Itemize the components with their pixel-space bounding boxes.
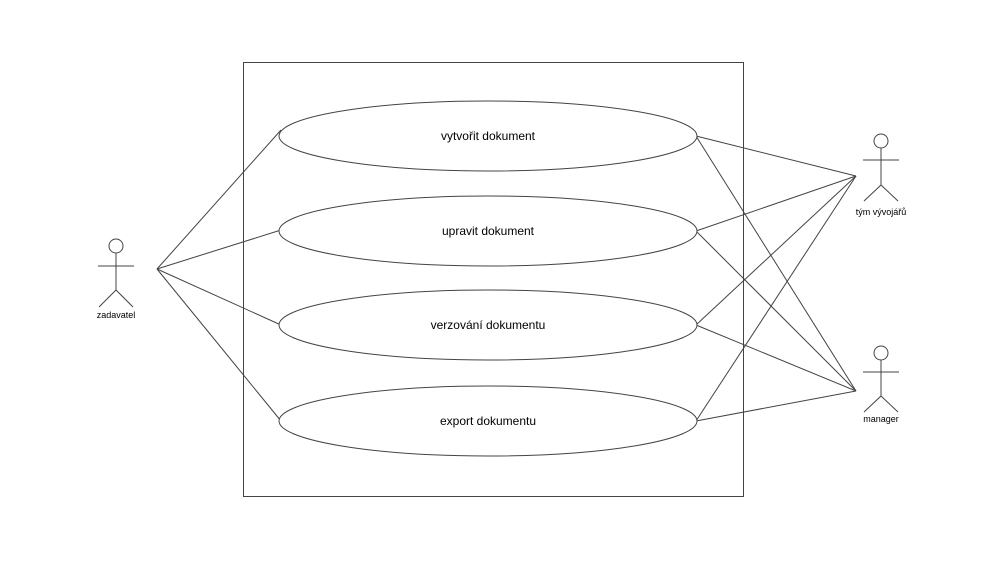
use-case-export[interactable]: export dokumentu <box>278 385 698 457</box>
use-case-ellipse <box>278 385 698 457</box>
association-line-zadavatel-vytvorit <box>156 129 282 270</box>
actor-tym-vyvojaru[interactable]: tým vývojářů <box>856 133 907 217</box>
stick-figure-icon <box>863 345 899 413</box>
actor-manager[interactable]: manager <box>863 345 899 424</box>
association-line-tym-upravit <box>695 175 857 232</box>
stick-figure-icon <box>863 133 899 202</box>
system-boundary <box>243 62 744 497</box>
association-line-zadavatel-verzovani <box>156 268 282 326</box>
stick-figure-icon <box>98 238 134 308</box>
association-lines <box>156 129 857 422</box>
use-case-label: upravit dokument <box>442 224 535 238</box>
use-case-ellipse <box>278 289 698 361</box>
use-case-label: export dokumentu <box>440 414 536 428</box>
use-case-ellipse <box>278 195 698 267</box>
association-line-manager-upravit <box>695 230 857 392</box>
association-line-manager-vytvorit <box>695 135 857 392</box>
association-line-tym-export <box>695 175 857 422</box>
use-case-vytvorit[interactable]: vytvořit dokument <box>278 100 698 172</box>
actor-label: tým vývojářů <box>856 207 907 217</box>
actor-label: manager <box>863 414 899 424</box>
use-case-ellipse <box>278 100 698 172</box>
use-case-label: verzování dokumentu <box>431 318 546 332</box>
use-case-verzovani[interactable]: verzování dokumentu <box>278 289 698 361</box>
association-line-tym-vytvorit <box>695 135 857 177</box>
association-line-zadavatel-upravit <box>156 229 282 270</box>
association-line-manager-verzovani <box>695 324 857 392</box>
association-line-zadavatel-export <box>156 268 282 422</box>
actor-zadavatel[interactable]: zadavatel <box>97 238 136 320</box>
use-case-label: vytvořit dokument <box>441 129 536 143</box>
actor-label: zadavatel <box>97 310 136 320</box>
association-line-tym-verzovani <box>695 175 857 326</box>
use-case-upravit[interactable]: upravit dokument <box>278 195 698 267</box>
association-line-manager-export <box>695 390 857 422</box>
